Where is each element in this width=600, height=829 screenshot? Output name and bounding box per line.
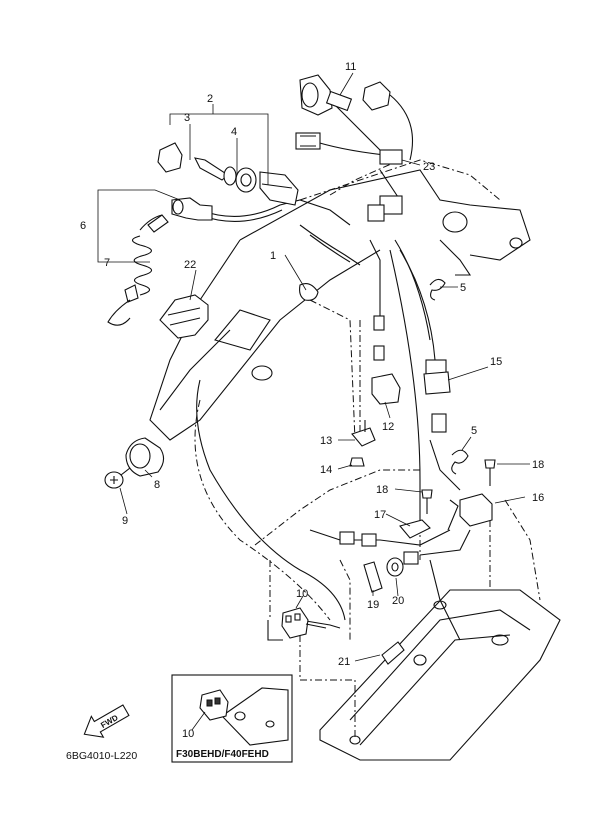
part-10-connector — [267, 607, 327, 641]
part-6-stop-switch — [139, 197, 213, 233]
callout-20: 20 — [392, 595, 404, 607]
part-17-bracket — [399, 519, 431, 539]
callout-leaders — [97, 72, 530, 662]
callout-5-lower: 5 — [471, 425, 477, 437]
callout-11: 11 — [345, 61, 356, 73]
lower-bracket — [319, 559, 561, 761]
callout-14: 14 — [320, 464, 332, 476]
part-22-cover — [159, 294, 209, 339]
callout-3: 3 — [184, 112, 190, 124]
fwd-arrow-icon: FWD — [83, 704, 130, 738]
callout-12: 12 — [382, 421, 394, 433]
tiller-handle-body — [149, 159, 531, 441]
callout-7: 7 — [104, 257, 110, 269]
part-9-screw — [104, 467, 131, 489]
part-7-lanyard — [107, 235, 153, 326]
part-5-clip-upper — [429, 278, 446, 301]
callout-19: 19 — [367, 599, 379, 611]
part-21-gasket — [381, 641, 405, 665]
part-18-screw-right — [484, 459, 496, 486]
callout-6: 6 — [80, 220, 86, 232]
part-19-grommet — [363, 561, 383, 593]
callout-22: 22 — [184, 259, 196, 271]
callout-13: 13 — [320, 435, 332, 447]
callout-15: 15 — [490, 356, 502, 368]
leader-lines — [194, 159, 541, 740]
part-5-clip-lower — [451, 449, 469, 475]
callout-numbers: 2 3 4 11 23 6 7 1 22 5 15 5 12 13 14 18 … — [80, 61, 544, 668]
callout-18-middle: 18 — [376, 484, 388, 496]
connectors-mid — [339, 413, 447, 565]
part-13-bracket — [351, 420, 376, 447]
callout-17: 17 — [374, 509, 386, 521]
callout-5-upper: 5 — [460, 282, 466, 294]
drawing-code: 6BG4010-L220 — [66, 750, 137, 762]
inset-caption: F30BEHD/F40FEHD — [176, 749, 269, 760]
callout-1: 1 — [270, 250, 276, 262]
callout-21: 21 — [338, 656, 350, 668]
callout-10: 10 — [296, 588, 308, 600]
part-20-seal — [386, 557, 404, 577]
inset-variant-box: 10 F30BEHD/F40FEHD — [171, 674, 293, 763]
callout-9: 9 — [122, 515, 128, 527]
part-11-main-switch — [299, 74, 391, 116]
part-8-grip — [125, 437, 165, 477]
part-1-clamp — [299, 283, 319, 301]
callout-23: 23 — [423, 161, 435, 173]
part-18-screw-middle — [421, 489, 433, 514]
part-15-relay — [423, 359, 451, 395]
callout-2: 2 — [207, 93, 213, 105]
callout-4: 4 — [231, 126, 237, 138]
part-12-sensor — [371, 315, 401, 405]
callout-10-inset: 10 — [182, 728, 194, 740]
part-14-bolt — [349, 457, 365, 467]
callout-16: 16 — [532, 492, 544, 504]
callout-18-right: 18 — [532, 459, 544, 471]
callout-8: 8 — [154, 479, 160, 491]
wire-harness — [196, 94, 471, 629]
part-16-unit — [447, 493, 493, 531]
part-2-key-switch-set — [157, 142, 299, 206]
part-23-connector — [295, 132, 403, 222]
